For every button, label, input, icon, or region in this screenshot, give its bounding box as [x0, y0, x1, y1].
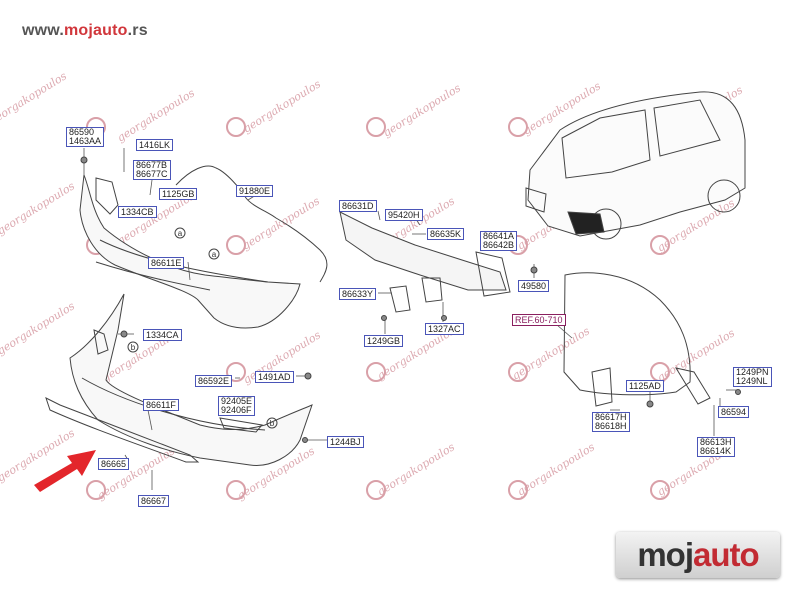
site-url[interactable]: www.mojauto.rs [22, 22, 148, 39]
watermark-logo [226, 117, 246, 137]
part-label: 86635K [427, 228, 465, 240]
side-bracket [93, 329, 109, 355]
fender-trim [591, 367, 613, 407]
bumper-rail [339, 211, 507, 291]
fender-trim [674, 367, 711, 405]
lower-garnish [45, 397, 200, 463]
side-bracket [95, 177, 119, 215]
part-label: 1327AC [425, 323, 464, 335]
watermark-text: georgakopoulos [375, 440, 458, 498]
watermark-logo [650, 480, 670, 500]
watermark-logo [508, 362, 528, 382]
watermark-text: georgakopoulos [0, 299, 77, 357]
part-label: 1334CA [143, 329, 182, 341]
part-label: 86667 [138, 495, 170, 507]
callout-a [208, 248, 220, 260]
part-label: 1244BJ [327, 436, 364, 448]
clip [80, 156, 88, 164]
part-label: 1334CB [118, 206, 157, 218]
stay-bracket [421, 277, 443, 303]
part-label: 1491AD [255, 371, 294, 383]
watermark-text: georgakopoulos [381, 81, 464, 139]
part-label: 1125GB [159, 188, 198, 200]
callout-b [266, 417, 278, 429]
watermark-text: georgakopoulos [115, 86, 198, 144]
watermark-logo [650, 235, 670, 255]
part-label: 1249GB [364, 335, 404, 347]
clip [735, 389, 741, 395]
part-label: 1125AD [626, 380, 664, 392]
clip [120, 330, 128, 338]
fender-panel [563, 272, 691, 396]
watermark-logo [226, 362, 246, 382]
watermark-text: georgakopoulos [241, 77, 324, 135]
clip [304, 372, 312, 380]
part-label: 86594 [718, 406, 750, 418]
part-label: 95420H [385, 209, 423, 221]
part-label: 1416LK [136, 139, 174, 151]
reflector [219, 417, 263, 433]
fasteners [80, 156, 741, 443]
callout-b-label: b [270, 419, 275, 428]
clip [381, 315, 387, 321]
watermark-logo [508, 117, 528, 137]
bumper-edge [95, 261, 211, 291]
part-label: 86633Y [339, 288, 377, 300]
highlight-arrow [34, 450, 96, 492]
watermark-logo [226, 235, 246, 255]
watermark-text: georgakopoulos [510, 324, 593, 382]
callout-a [174, 227, 186, 239]
part-label: 86592E [195, 375, 233, 387]
car-light [525, 187, 547, 213]
callout-a-label: a [178, 229, 183, 238]
watermark-logo [86, 480, 106, 500]
watermark-logo [366, 480, 386, 500]
callout-a-label: a [212, 250, 217, 259]
watermark-logo [508, 480, 528, 500]
part-label: 91880E [236, 185, 274, 197]
clip [441, 315, 447, 321]
watermark-logo [366, 117, 386, 137]
callout-b-label: b [131, 343, 136, 352]
watermark-logo [226, 480, 246, 500]
watermark-text: georgakopoulos [95, 444, 178, 502]
car-window [561, 109, 651, 179]
car-bumper-highlight [567, 211, 605, 235]
clip [646, 400, 654, 408]
upper-bumper-cover [79, 174, 301, 329]
part-label: 86631D [339, 200, 377, 212]
car-wheel [707, 179, 741, 213]
part-label: 86611E [148, 257, 185, 269]
watermark-text: georgakopoulos [0, 69, 69, 127]
clip [530, 266, 538, 274]
wiring-harness [175, 165, 328, 283]
watermark-logo [366, 362, 386, 382]
callouts [127, 227, 278, 429]
part-label: 49580 [518, 280, 550, 292]
lower-bumper-assembly [69, 293, 313, 466]
watermark-text: georgakopoulos [0, 179, 77, 237]
car-window [653, 99, 721, 157]
clip [302, 437, 308, 443]
rail-bracket [475, 251, 511, 297]
callout-b [127, 341, 139, 353]
part-label: 86665 [98, 458, 130, 470]
part-label: 86611F [143, 399, 179, 411]
reference-link[interactable]: REF.60-710 [512, 314, 566, 326]
stay-bracket [389, 285, 411, 313]
